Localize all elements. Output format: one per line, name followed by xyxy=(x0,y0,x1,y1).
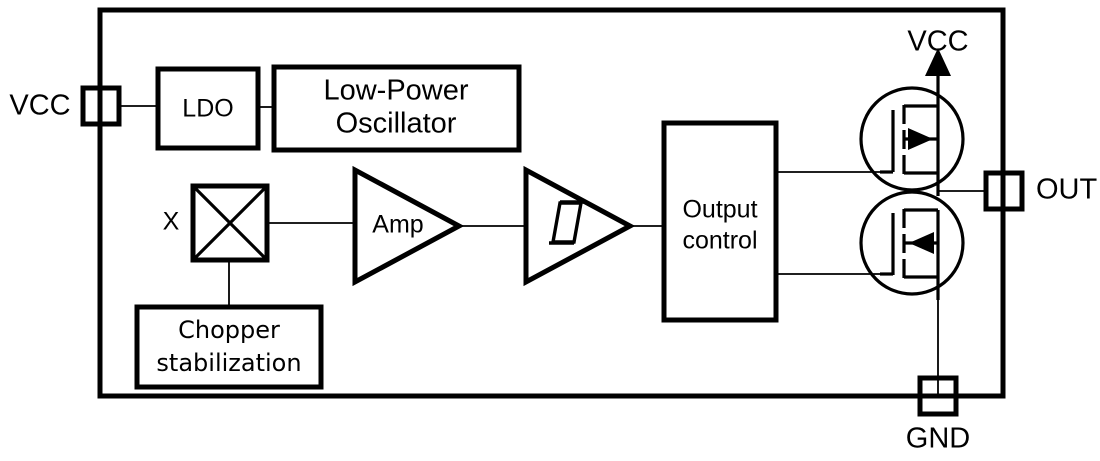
vcc-supply-label: VCC xyxy=(907,26,968,58)
block-oscillator[interactable] xyxy=(271,64,522,153)
mosfet-low-side-body xyxy=(859,190,965,296)
block-amp[interactable] xyxy=(352,165,465,287)
block-amp-label: Amp xyxy=(372,211,423,239)
block-output-control-label-line2: control xyxy=(682,227,757,255)
vcc-supply-arrow xyxy=(925,48,951,106)
block-chopper-label-line2: stabilization xyxy=(156,349,301,377)
hysteresis-symbol-icon xyxy=(549,200,586,245)
block-output-control-label-line1: Output xyxy=(682,196,757,224)
hall-element-label: X xyxy=(163,208,180,236)
gnd-pin-label: GND xyxy=(906,423,970,455)
mosfet-low-side[interactable] xyxy=(859,190,965,300)
gnd-pin-pad[interactable] xyxy=(917,375,959,417)
block-chopper[interactable] xyxy=(134,304,324,390)
block-chopper-label-line1: Chopper xyxy=(178,316,280,344)
vcc-supply-arrow-head-icon xyxy=(925,48,951,76)
block-ldo[interactable] xyxy=(155,66,261,151)
out-pin-label: OUT xyxy=(1036,174,1098,206)
block-output-control[interactable] xyxy=(661,120,779,323)
mosfet-high-side-arrow-icon xyxy=(908,128,933,150)
mosfet-high-side-body xyxy=(859,86,965,192)
block-schmitt-trigger[interactable] xyxy=(523,165,636,287)
mosfet-high-side[interactable] xyxy=(859,86,965,196)
mosfet-low-side-arrow-icon xyxy=(909,232,934,254)
vcc-pin-label: VCC xyxy=(9,90,70,122)
out-pin-pad[interactable] xyxy=(983,170,1025,212)
hall-element-diagonal-2 xyxy=(191,184,269,262)
block-oscillator-label-line2: Oscillator xyxy=(336,108,457,140)
block-ldo-label: LDO xyxy=(182,95,233,123)
block-oscillator-label-line1: Low-Power xyxy=(323,75,468,107)
